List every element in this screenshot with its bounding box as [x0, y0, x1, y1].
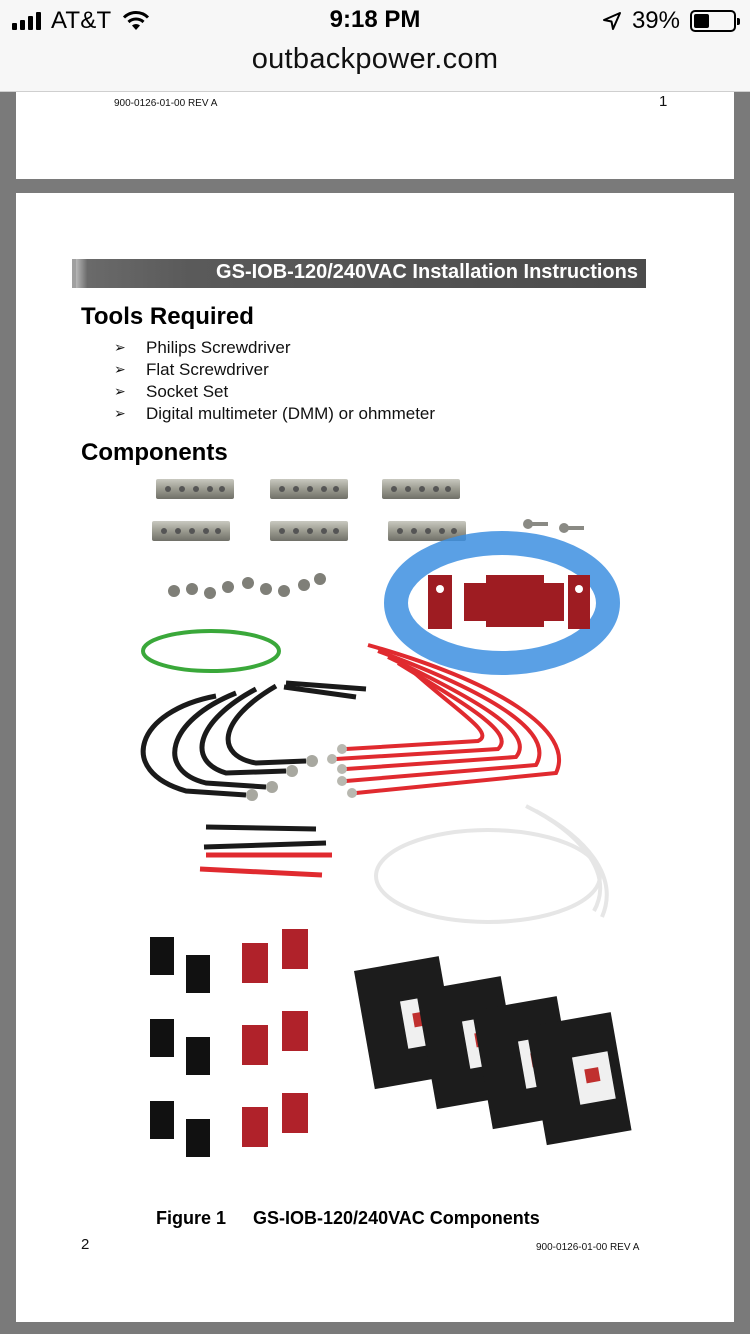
page-number: 1: [659, 93, 668, 110]
pdf-page-1: 900-0126-01-00 REV A 1: [16, 92, 734, 179]
figure-title: GS-IOB-120/240VAC Components: [253, 1208, 540, 1228]
list-item: Philips Screwdriver: [114, 337, 435, 359]
doc-code-footer: 900-0126-01-00 REV A: [536, 1242, 640, 1253]
components-figure: [140, 479, 632, 1157]
list-item: Socket Set: [114, 381, 435, 403]
signal-icon: [12, 12, 41, 30]
carrier-name: AT&T: [51, 7, 112, 34]
wifi-icon: [123, 11, 150, 30]
list-item: Digital multimeter (DMM) or ohmmeter: [114, 403, 435, 425]
red-standoffs: [242, 929, 308, 1147]
green-ground-wire: [141, 629, 281, 673]
title-banner: GS-IOB-120/240VAC Installation Instructi…: [72, 259, 646, 288]
tools-list: Philips Screwdriver Flat Screwdriver Soc…: [114, 337, 435, 425]
tools-heading: Tools Required: [81, 303, 254, 330]
bus-bars: [152, 479, 466, 541]
figure-caption: Figure 1 GS-IOB-120/240VAC Components: [156, 1208, 540, 1229]
circuit-breakers: [354, 956, 632, 1146]
black-standoffs: [150, 937, 210, 1157]
screws: [168, 573, 326, 599]
url-bar[interactable]: outbackpower.com: [0, 40, 750, 92]
banner-title: GS-IOB-120/240VAC Installation Instructi…: [216, 261, 638, 283]
location-arrow-icon: [602, 12, 621, 30]
small-screws: [523, 519, 584, 533]
black-wire-lugs: [246, 755, 318, 801]
list-item: Flat Screwdriver: [114, 359, 435, 381]
url-domain[interactable]: outbackpower.com: [251, 43, 499, 75]
black-wires: [140, 680, 367, 798]
battery-icon: [690, 10, 740, 32]
red-wire-lugs: [327, 744, 357, 798]
page-number: 2: [81, 1236, 90, 1253]
short-jumpers: [199, 824, 332, 878]
status-bar: AT&T 9:18 PM 39%: [0, 0, 750, 40]
doc-code-header: 900-0126-01-00 REV A: [114, 98, 218, 109]
white-wire: [374, 804, 609, 924]
battery-percent: 39%: [631, 7, 680, 34]
red-wires: [335, 643, 561, 795]
pdf-page-2: GS-IOB-120/240VAC Installation Instructi…: [16, 193, 734, 1322]
components-heading: Components: [81, 439, 228, 466]
clock: 9:18 PM: [329, 6, 421, 33]
red-brackets: [428, 575, 590, 629]
figure-label: Figure 1: [156, 1208, 227, 1228]
highlight-circle: [384, 531, 620, 675]
